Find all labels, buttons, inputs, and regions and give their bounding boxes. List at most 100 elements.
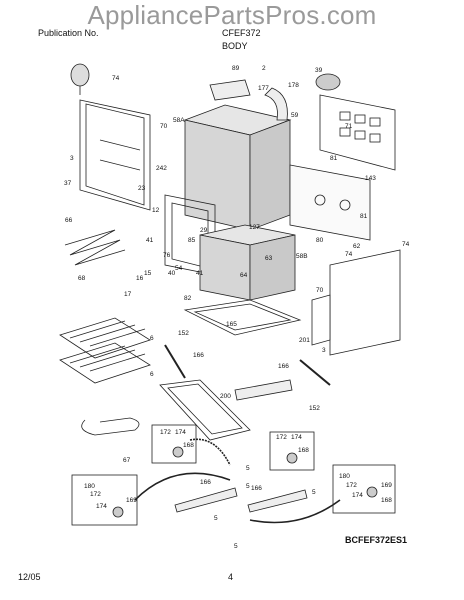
bake-element-66 xyxy=(64,229,126,266)
callout-81: 81 xyxy=(360,213,368,220)
callout-166: 166 xyxy=(251,485,262,492)
callout-3: 3 xyxy=(70,155,74,162)
callout-177: 177 xyxy=(258,85,269,92)
detail-box-3 xyxy=(71,474,138,526)
slide-166-left xyxy=(174,487,238,513)
rail-166-a xyxy=(164,344,186,379)
callout-5: 5 xyxy=(246,465,250,472)
roller-4 xyxy=(366,486,378,498)
callout-80: 80 xyxy=(316,237,324,244)
side-piece-70 xyxy=(311,294,331,346)
roller-3 xyxy=(112,506,124,518)
callout-172: 172 xyxy=(160,429,171,436)
callout-71: 71 xyxy=(345,123,353,130)
callout-17: 17 xyxy=(124,291,132,298)
callout-59: 59 xyxy=(291,112,299,119)
callout-74: 74 xyxy=(112,75,120,82)
duct-59 xyxy=(264,87,288,121)
broil-element-67 xyxy=(81,417,140,436)
arrow-1 xyxy=(189,438,231,466)
callout-74: 74 xyxy=(402,241,410,248)
callout-5: 5 xyxy=(246,483,250,490)
callout-5: 5 xyxy=(312,489,316,496)
callout-76: 76 xyxy=(163,252,171,259)
callout-16: 16 xyxy=(136,275,144,282)
callout-165: 165 xyxy=(226,321,237,328)
callout-62: 62 xyxy=(353,243,361,250)
back-panel-80 xyxy=(289,164,371,241)
detail-box-2 xyxy=(269,431,315,471)
section-title: BODY xyxy=(222,41,248,51)
callout-174: 174 xyxy=(96,503,107,510)
oven-body-58a xyxy=(183,104,292,231)
callout-81: 81 xyxy=(330,155,338,162)
callout-201: 201 xyxy=(299,337,310,344)
callout-200: 200 xyxy=(220,393,231,400)
roller-1 xyxy=(172,446,184,458)
callout-168: 168 xyxy=(183,442,194,449)
callout-172: 172 xyxy=(276,434,287,441)
callout-39: 39 xyxy=(315,67,323,74)
callout-2: 2 xyxy=(262,65,266,72)
callout-168: 168 xyxy=(298,447,309,454)
callout-169: 169 xyxy=(126,497,137,504)
drawer-frame-200 xyxy=(159,379,251,441)
callout-40: 40 xyxy=(168,270,176,277)
top-bracket xyxy=(209,79,251,101)
callout-41: 41 xyxy=(196,270,204,277)
callout-54: 54 xyxy=(175,265,183,272)
arrow-2 xyxy=(134,472,231,501)
arrow-3 xyxy=(249,499,341,524)
callout-174: 174 xyxy=(175,429,186,436)
callout-68: 68 xyxy=(78,275,86,282)
callout-172: 172 xyxy=(346,482,357,489)
callout-66: 66 xyxy=(65,217,73,224)
callout-85: 85 xyxy=(188,237,196,244)
watermark: AppliancePartsPros.com xyxy=(87,0,377,30)
rear-panel-71 xyxy=(319,94,396,171)
slide-166-right xyxy=(247,489,308,513)
callout-180: 180 xyxy=(339,473,350,480)
oven-rack-upper xyxy=(59,317,151,359)
callout-6: 6 xyxy=(150,371,154,378)
callout-37: 37 xyxy=(64,180,72,187)
callout-172: 172 xyxy=(90,491,101,498)
drawer-slide xyxy=(234,379,293,401)
callout-74: 74 xyxy=(345,251,353,258)
callout-23: 23 xyxy=(138,185,146,192)
callout-143: 143 xyxy=(365,175,376,182)
callout-174: 174 xyxy=(352,492,363,499)
callout-70: 70 xyxy=(316,287,324,294)
callout-67: 67 xyxy=(123,457,131,464)
callout-5: 5 xyxy=(214,515,218,522)
callout-70: 70 xyxy=(160,123,168,130)
diagram-code: BCFEF372ES1 xyxy=(345,535,408,545)
callout-178: 178 xyxy=(288,82,299,89)
callout-152: 152 xyxy=(309,405,320,412)
callout-layer: 74 89 2 178 39 74 70 58A 177 59 71 3 242 37 81 143 23 12 6… xyxy=(64,65,410,550)
callout-166: 166 xyxy=(278,363,289,370)
element-39 xyxy=(315,73,341,91)
side-panel-left xyxy=(79,99,151,211)
callout-29: 29 xyxy=(200,227,208,234)
callout-242: 242 xyxy=(156,165,167,172)
callout-169: 169 xyxy=(381,482,392,489)
callout-3: 3 xyxy=(322,347,326,354)
callout-63: 63 xyxy=(265,255,273,262)
callout-12: 12 xyxy=(152,207,160,214)
callout-82: 82 xyxy=(184,295,192,302)
callout-89: 89 xyxy=(232,65,240,72)
side-panel-right xyxy=(329,249,401,356)
callout-152: 152 xyxy=(178,330,189,337)
base-frame-165 xyxy=(183,299,302,336)
roller-2 xyxy=(286,452,298,464)
callout-166: 166 xyxy=(193,352,204,359)
callout-58A: 58A xyxy=(173,117,185,124)
callout-168: 168 xyxy=(381,497,392,504)
callout-58B: 58B xyxy=(296,253,308,260)
callout-127: 127 xyxy=(249,224,260,231)
callout-41: 41 xyxy=(146,237,154,244)
callout-166: 166 xyxy=(200,479,211,486)
